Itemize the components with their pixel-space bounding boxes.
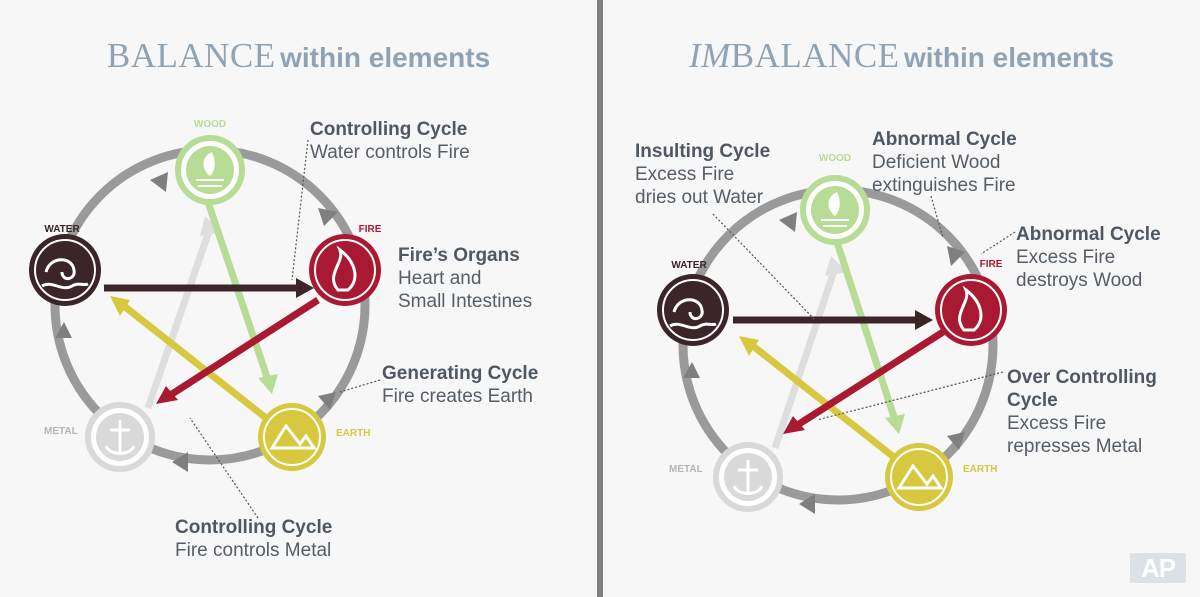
fire-node — [935, 274, 1007, 346]
annotation-text: destroys Wood — [1016, 270, 1143, 291]
water-node — [657, 274, 729, 346]
annotation-text: dries out Water — [635, 187, 764, 208]
annotation-abnormal-top: Abnormal Cycle Deficient Wood extinguish… — [872, 128, 1017, 197]
balance-title-sub: within elements — [280, 42, 491, 73]
arrowhead — [258, 374, 278, 394]
annotation-generating: Generating Cycle Fire creates Earth — [382, 362, 538, 408]
fire-node — [309, 234, 381, 306]
balance-title-main: BALANCE — [106, 36, 276, 75]
metal-node — [713, 442, 783, 512]
wood-label: WOOD — [194, 119, 226, 130]
imbalance-title-sub: within elements — [904, 42, 1115, 73]
annotation-text: Deficient Wood — [872, 152, 1001, 173]
leader-line — [712, 213, 816, 321]
imbalance-diagram: WOOD FIRE EARTH METAL WATER — [657, 153, 1016, 514]
fire-label: FIRE — [980, 259, 1003, 270]
fire-controls-metal-arrow — [797, 329, 945, 427]
metal-label: METAL — [44, 426, 78, 437]
arrowhead — [915, 310, 933, 330]
cycle-arrowhead — [150, 172, 168, 192]
imbalance-title-rest: BALANCE — [730, 36, 900, 75]
annotation-heading: Cycle — [1007, 390, 1058, 411]
annotation-text: Excess Fire — [1007, 413, 1107, 434]
annotation-insulting: Insulting Cycle Excess Fire dries out Wa… — [635, 140, 770, 209]
balance-panel: BALANCE within elements — [0, 0, 597, 597]
leader-line — [980, 231, 1016, 255]
arrowhead — [110, 296, 130, 316]
cycle-arrowhead — [779, 212, 797, 232]
metal-controls-wood-arrow — [144, 226, 214, 410]
ap-logo: AP — [1130, 553, 1186, 583]
earth-label: EARTH — [336, 428, 370, 439]
annotation-heading: Controlling Cycle — [175, 517, 333, 538]
fire-label: FIRE — [359, 224, 382, 235]
cycle-arrowhead — [947, 432, 965, 450]
cycle-arrowhead — [172, 452, 188, 472]
wood-node — [800, 175, 870, 245]
annotation-text: Heart and — [398, 268, 482, 289]
annotation-text: Fire creates Earth — [382, 386, 533, 407]
cycle-arrowhead — [683, 362, 700, 378]
annotation-text: extinguishes Fire — [872, 175, 1016, 196]
leader-line — [339, 379, 381, 393]
leader-line — [816, 371, 1004, 421]
metal-node — [85, 402, 155, 472]
annotation-text: Excess Fire — [1016, 247, 1116, 268]
imbalance-panel: IMBALANCE within elements — [603, 0, 1200, 597]
annotation-heading: Abnormal Cycle — [1016, 224, 1161, 245]
cycle-arrowhead — [318, 208, 338, 226]
cycle-arrowhead — [55, 322, 72, 338]
annotation-heading: Insulting Cycle — [635, 141, 771, 162]
cycle-arrowhead — [947, 246, 965, 266]
leader-line — [930, 195, 944, 239]
leader-line — [291, 139, 309, 281]
balance-diagram: WOOD FIRE EARTH METAL WATER — [29, 119, 382, 519]
arrowhead — [296, 278, 314, 298]
water-label: WATER — [671, 260, 707, 271]
fire-controls-metal-arrow — [170, 297, 320, 397]
annotation-heading: Fire’s Organs — [398, 245, 520, 266]
imbalance-title-italic: IM — [688, 36, 731, 75]
wood-node — [175, 135, 245, 205]
water-node — [29, 234, 101, 306]
imbalance-title-main: IMBALANCE — [689, 36, 900, 75]
annotation-controlling-top: Controlling Cycle Water controls Fire — [310, 118, 470, 164]
arrowhead — [783, 416, 805, 434]
arrowhead — [156, 386, 178, 404]
wood-controls-earth-arrow — [831, 234, 899, 422]
earth-controls-water-arrow — [750, 343, 898, 461]
annotation-abnormal-right: Abnormal Cycle Excess Fire destroys Wood — [1016, 223, 1161, 292]
metal-label: METAL — [669, 464, 703, 475]
panel-divider — [597, 0, 603, 597]
leader-line — [189, 417, 259, 519]
cycle-arrowhead — [799, 494, 815, 514]
balance-title: BALANCE within elements — [0, 36, 597, 76]
imbalance-title: IMBALANCE within elements — [603, 36, 1200, 76]
annotation-heading: Over Controlling — [1007, 367, 1157, 388]
annotation-text: Water controls Fire — [310, 142, 470, 163]
annotation-text: Small Intestines — [398, 291, 533, 312]
annotation-heading: Controlling Cycle — [310, 119, 468, 140]
arrowhead — [885, 414, 905, 434]
annotation-over-controlling: Over Controlling Cycle Excess Fire repre… — [1007, 366, 1157, 458]
annotation-organs: Fire’s Organs Heart and Small Intestines — [398, 244, 532, 313]
wood-label: WOOD — [819, 153, 851, 164]
arrowhead — [739, 336, 759, 356]
earth-controls-water-arrow — [121, 303, 269, 421]
annotation-heading: Abnormal Cycle — [872, 129, 1017, 150]
annotation-text: Excess Fire — [635, 164, 735, 185]
earth-node — [258, 403, 326, 471]
cycle-arrowhead — [318, 392, 336, 410]
annotation-heading: Generating Cycle — [382, 363, 539, 384]
earth-label: EARTH — [963, 464, 997, 475]
annotation-controlling-bottom: Controlling Cycle Fire controls Metal — [175, 516, 332, 562]
water-label: WATER — [44, 224, 80, 235]
annotation-text: represses Metal — [1007, 436, 1143, 457]
earth-node — [885, 443, 953, 511]
annotation-text: Fire controls Metal — [175, 540, 332, 561]
metal-controls-wood-arrow — [771, 266, 839, 450]
arrowhead — [825, 256, 847, 276]
